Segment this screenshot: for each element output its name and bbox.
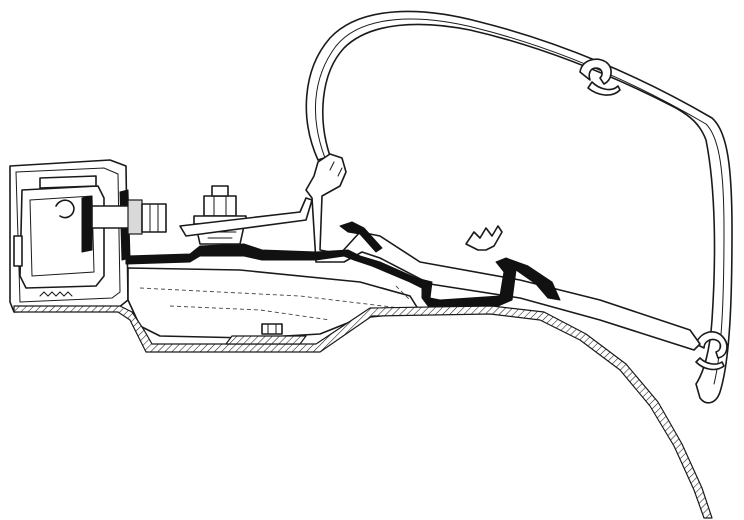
vehicle-roof-skin [13, 305, 713, 519]
side-rail-profile [9, 159, 129, 313]
inner-rail-profile [305, 153, 701, 351]
awning-cassette-housing [305, 10, 733, 404]
clip-rail-hooks [465, 58, 728, 371]
bolt-and-nut [91, 185, 313, 335]
